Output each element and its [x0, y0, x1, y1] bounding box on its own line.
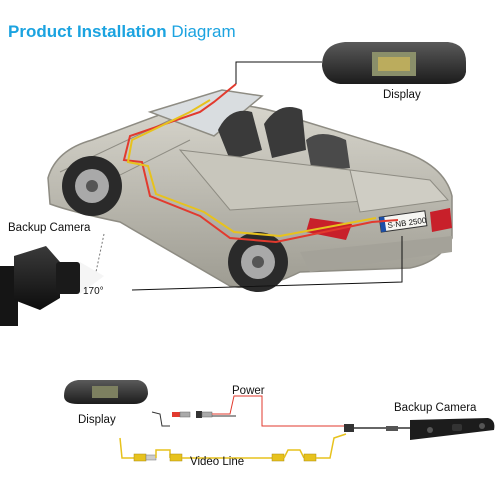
backup-camera-icon: [410, 418, 495, 440]
mirror-monitor-icon: [64, 380, 148, 404]
video-wire-car: [126, 99, 377, 238]
rca-connector-icon: [169, 453, 183, 462]
angle-label: 170°: [83, 286, 104, 297]
rca-connector-icon: [271, 453, 285, 462]
title-light: Diagram: [171, 22, 236, 41]
wiring-diagram: [64, 380, 495, 462]
mirror-monitor-icon: [322, 42, 466, 84]
angle-indicator-line: [95, 233, 105, 273]
display-leader-line: [235, 61, 322, 84]
rca-connector-icon: [303, 453, 317, 462]
title-bold: Product Installation: [8, 22, 167, 41]
display-label-top: Display: [383, 89, 421, 101]
backup-camera-label-bottom: Backup Camera: [394, 402, 477, 414]
backup-camera-icon: [0, 246, 104, 326]
rca-connector-icon: [133, 453, 157, 462]
bumper-leader-line: [131, 236, 403, 291]
rca-connector-icon: [172, 411, 213, 418]
car-illustration: [47, 89, 453, 292]
power-label: Power: [232, 385, 265, 397]
display-label-bottom: Display: [78, 414, 116, 426]
power-wire-car: [122, 83, 399, 244]
video-line-label: Video Line: [190, 456, 245, 468]
diagram-title: Product Installation Diagram: [8, 22, 236, 42]
backup-camera-label-left: Backup Camera: [8, 222, 91, 234]
